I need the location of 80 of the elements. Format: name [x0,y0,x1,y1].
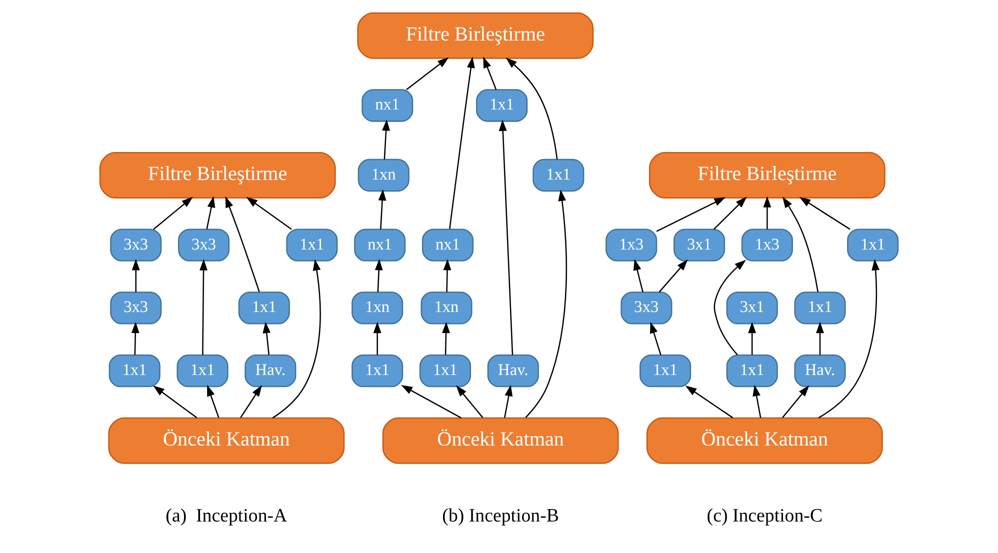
node-box: Önceki Katman [646,417,883,464]
node-box: 3x3 [178,228,230,262]
node-box: 3x1 [726,292,778,324]
arrow [153,196,193,230]
node-box: 1x1 [532,158,584,192]
node-box: nx1 [354,228,406,262]
arrow [504,384,513,418]
arrow [506,57,558,160]
arrow [200,259,208,355]
node-box: 1x3 [606,228,658,262]
node-box: 1x1 [794,292,846,324]
arrow [763,196,772,230]
arrow [816,322,824,355]
arrow [714,196,747,230]
node-box: 1x3 [741,228,793,262]
node-box: 1xn [420,292,472,324]
arrow [153,386,198,418]
node-box: Filtre Birleştirme [648,152,886,199]
arrow [373,322,382,355]
arrow [206,196,216,230]
node-box: 3x1 [674,228,726,262]
arrow [374,258,383,292]
arrow [748,322,756,355]
arrow [240,385,262,418]
node-box: Önceki Katman [108,417,345,464]
node-box: 1x1 [640,354,692,388]
node-box: Önceki Katman [382,417,619,464]
node-box: 1x1 [176,354,228,388]
node-box: 3x3 [110,228,162,262]
arrow [262,322,271,356]
node-box: Filtre Birleştirme [357,12,594,59]
label: (b) Inception-B [442,506,559,527]
node-box: 1x1 [238,292,290,324]
node-box: Hav. [487,354,539,388]
arrow [401,385,462,418]
arrow [442,322,450,355]
arrow [799,196,850,230]
arrow [818,258,880,418]
node-box: 1x1 [286,228,338,262]
arrow [406,57,449,90]
node-box: 1x1 [108,354,160,388]
arrow [782,196,819,292]
arrow [225,196,260,292]
arrow [132,258,140,292]
node-box: 3x3 [110,292,162,324]
node-box: 1x1 [419,354,472,388]
arrow [483,56,497,90]
node-box: nx1 [422,228,474,262]
arrow [656,197,726,232]
arrow [650,322,662,356]
arrow [207,384,220,418]
node-box: 1xn [352,292,404,324]
node-box: 1x1 [352,354,404,388]
node-box: 1x1 [847,228,899,262]
node-box: nx1 [362,89,414,122]
node-box: 1xn [358,158,410,192]
label: (c) Inception-C [706,506,823,527]
node-box: 1x1 [476,89,528,122]
arrow [782,385,810,418]
arrow [685,386,734,418]
node-box: Filtre Birleştirme [99,152,336,199]
arrow [449,56,475,229]
arrow [658,259,688,292]
arrow [382,119,390,160]
arrow [456,385,484,418]
node-box: 1x1 [726,354,778,388]
arrow [752,384,762,418]
arrow [378,189,386,230]
arrow [498,120,514,356]
node-box: Hav. [244,354,296,388]
arrow [443,258,452,292]
node-box: 3x3 [620,292,672,324]
label: (a) Inception-A [166,506,288,527]
arrow [525,190,568,418]
arrow [272,259,321,418]
arrow [131,322,140,355]
arrow [714,260,746,356]
node-box: Hav. [794,354,846,388]
arrow [633,258,644,292]
arrow [246,196,292,230]
